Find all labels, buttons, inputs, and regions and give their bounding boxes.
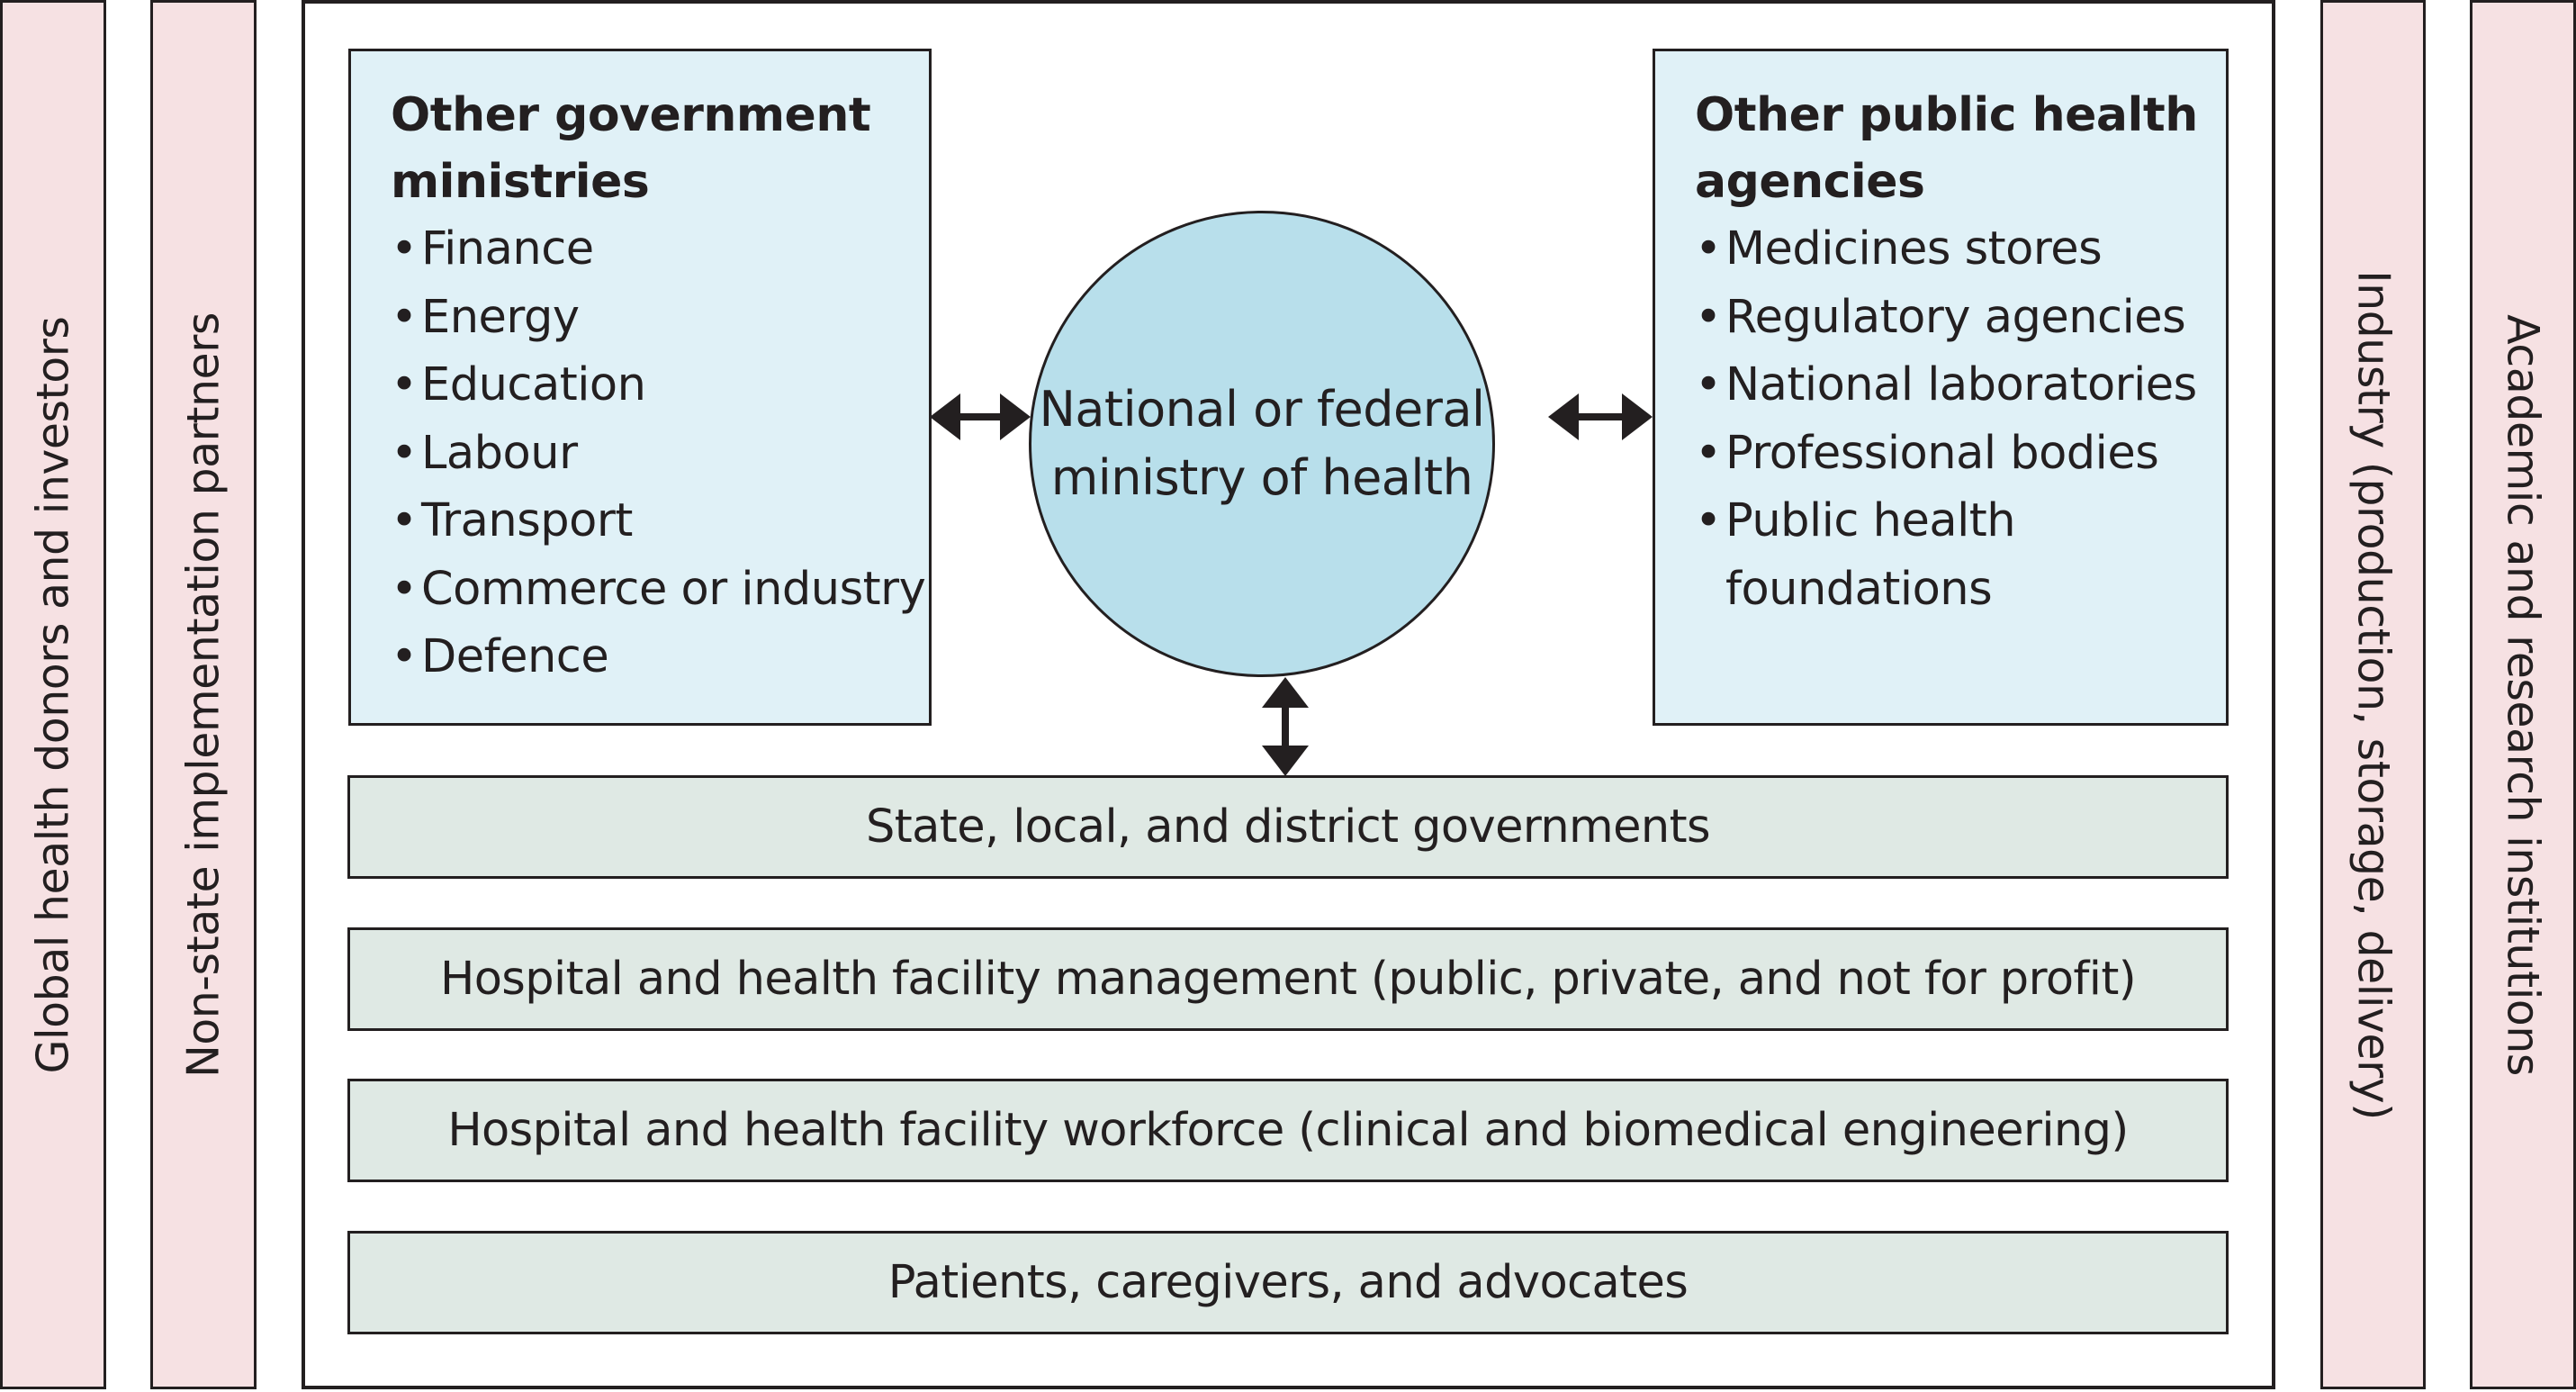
global-donors-bar: Global health donors and investors bbox=[0, 0, 106, 1389]
list-item: •Professional bodies bbox=[1695, 420, 2226, 488]
bullet-icon: • bbox=[391, 290, 418, 344]
academic-label: Academic and research institutions bbox=[2497, 313, 2549, 1076]
box-title-line: agencies bbox=[1695, 155, 1925, 209]
layer-label: Hospital and health facility management … bbox=[439, 953, 2137, 1006]
ministry-of-health-label: National or federal ministry of health bbox=[1039, 381, 1485, 506]
list-item: •Labour bbox=[391, 420, 929, 488]
layer-label: Hospital and health facility workforce (… bbox=[447, 1104, 2129, 1157]
list-item-label: Commerce or industry bbox=[421, 562, 926, 616]
ministries-list: •Finance •Energy •Education •Labour •Tra… bbox=[391, 215, 929, 691]
list-item: •Commerce or industry bbox=[391, 556, 929, 624]
industry-label: Industry (production, storage, delivery) bbox=[2347, 269, 2399, 1120]
hospital-facility-workforce-layer: Hospital and health facility workforce (… bbox=[347, 1079, 2229, 1182]
right-double-arrow-icon bbox=[1548, 393, 1653, 440]
bullet-icon: • bbox=[391, 630, 418, 683]
other-public-health-agencies-box: Other public health agencies •Medicines … bbox=[1653, 49, 2229, 726]
other-government-ministries-box: Other government ministries •Finance •En… bbox=[348, 49, 932, 726]
bullet-icon: • bbox=[1695, 222, 1722, 276]
academic-bar: Academic and research institutions bbox=[2470, 0, 2576, 1389]
list-item: •Transport bbox=[391, 487, 929, 556]
bullet-icon: • bbox=[391, 358, 418, 411]
left-double-arrow-icon bbox=[930, 393, 1031, 440]
non-state-partners-bar: Non-state implementation partners bbox=[150, 0, 257, 1389]
hospital-facility-management-layer: Hospital and health facility management … bbox=[347, 927, 2229, 1031]
bullet-icon: • bbox=[1695, 290, 1722, 344]
list-item-label: Defence bbox=[421, 630, 609, 683]
ministry-of-health-circle: National or federal ministry of health bbox=[1029, 211, 1495, 677]
list-item: •Public health bbox=[1695, 487, 2226, 556]
bullet-icon: • bbox=[1695, 494, 1722, 547]
list-item: •Regulatory agencies bbox=[1695, 284, 2226, 352]
list-item-continuation: foundations bbox=[1695, 556, 2226, 624]
box-title-line: Other government bbox=[391, 88, 871, 142]
global-donors-label: Global health donors and investors bbox=[27, 316, 79, 1073]
other-public-health-agencies-title: Other public health agencies bbox=[1695, 82, 2226, 215]
list-item-label: National laboratories bbox=[1725, 358, 2197, 411]
bullet-icon: • bbox=[391, 562, 418, 616]
bullet-icon: • bbox=[391, 222, 418, 276]
list-item-label: Professional bodies bbox=[1725, 426, 2159, 480]
patients-caregivers-advocates-layer: Patients, caregivers, and advocates bbox=[347, 1231, 2229, 1334]
list-item: •Energy bbox=[391, 284, 929, 352]
list-item-label: Education bbox=[421, 358, 646, 411]
list-item-label: foundations bbox=[1725, 562, 1993, 616]
industry-bar: Industry (production, storage, delivery) bbox=[2320, 0, 2426, 1389]
list-item: •National laboratories bbox=[1695, 351, 2226, 420]
list-item: •Finance bbox=[391, 215, 929, 284]
bullet-icon: • bbox=[391, 426, 418, 480]
box-title-line: Other public health bbox=[1695, 88, 2198, 142]
list-item: •Medicines stores bbox=[1695, 215, 2226, 284]
state-local-district-governments-layer: State, local, and district governments bbox=[347, 775, 2229, 879]
list-item-label: Transport bbox=[421, 494, 633, 547]
layer-label: Patients, caregivers, and advocates bbox=[887, 1256, 1689, 1309]
list-item-label: Medicines stores bbox=[1725, 222, 2103, 276]
bullet-icon: • bbox=[1695, 426, 1722, 480]
non-state-partners-label: Non-state implementation partners bbox=[177, 312, 230, 1078]
list-item: •Education bbox=[391, 351, 929, 420]
vertical-double-arrow-icon bbox=[1262, 677, 1309, 776]
agencies-list: •Medicines stores •Regulatory agencies •… bbox=[1695, 215, 2226, 623]
layer-label: State, local, and district governments bbox=[865, 800, 1711, 854]
list-item: •Defence bbox=[391, 623, 929, 691]
box-title-line: ministries bbox=[391, 155, 650, 209]
bullet-icon: • bbox=[1695, 358, 1722, 411]
list-item-label: Energy bbox=[421, 290, 580, 344]
list-item-label: Public health bbox=[1725, 494, 2016, 547]
list-item-label: Regulatory agencies bbox=[1725, 290, 2186, 344]
bullet-icon: • bbox=[391, 494, 418, 547]
list-item-label: Finance bbox=[421, 222, 594, 276]
other-government-ministries-title: Other government ministries bbox=[391, 82, 929, 215]
list-item-label: Labour bbox=[421, 426, 578, 480]
